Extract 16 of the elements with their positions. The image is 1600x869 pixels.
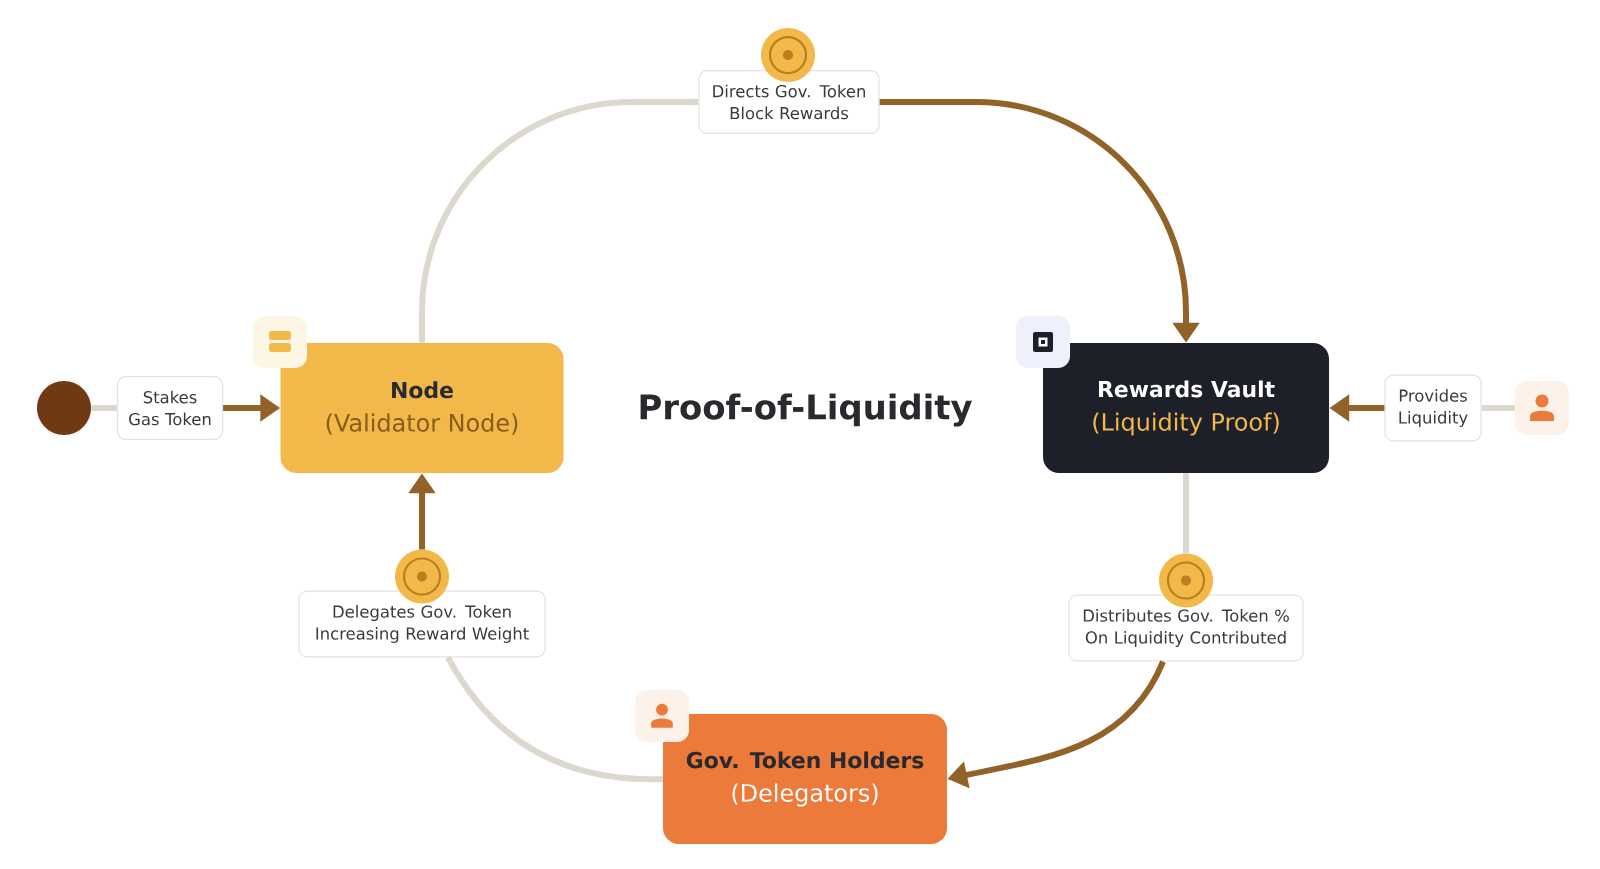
label-box: Stakes Gas Token [116,376,224,440]
connector-line [445,656,663,782]
label-box: Delegates Gov. Token Increasing Reward Weight [298,590,546,658]
connector-line [419,99,699,343]
connector-line [1183,473,1189,554]
person-icon [1515,381,1569,435]
circle-badge [37,381,91,435]
title: Proof-of-Liquidity [640,393,972,427]
process-box: Gov. Token Holders (Delegators) [663,714,947,844]
label-box: Provides Liquidity [1384,374,1482,442]
connector-line [1481,405,1515,411]
label-box: Directs Gov. Token Block Rewards [698,70,880,134]
process-box: Node (Validator Node) [280,343,564,473]
process-box: Rewards Vault (Liquidity Proof) [1043,343,1329,473]
label-box: Distributes Gov. Token % On Liquidity Contributed [1068,594,1304,662]
connector-line [91,405,117,411]
